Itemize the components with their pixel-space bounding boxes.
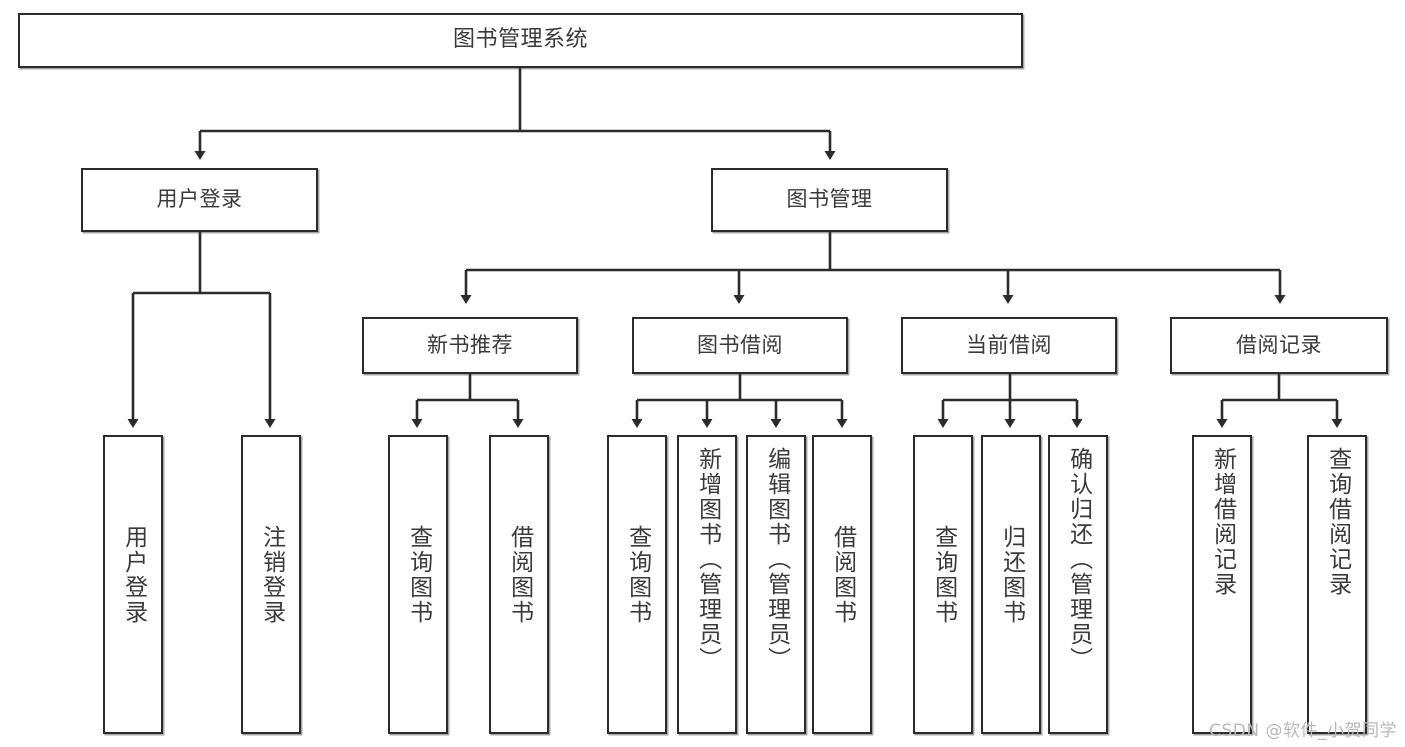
node-leaf-edit-book[interactable]: 编辑图书（管理员） xyxy=(746,435,806,734)
node-leaf-borrow-book-1-label: 借阅图书 xyxy=(506,525,533,625)
node-leaf-return-book-label: 归还图书 xyxy=(998,525,1025,625)
node-leaf-add-record[interactable]: 新增借阅记录 xyxy=(1192,435,1252,734)
node-book-management-label: 图书管理 xyxy=(786,187,873,212)
node-borrow-record[interactable]: 借阅记录 xyxy=(1170,317,1388,374)
node-leaf-query-record[interactable]: 查询借阅记录 xyxy=(1307,435,1367,734)
node-new-book-recommend[interactable]: 新书推荐 xyxy=(362,317,578,374)
node-new-book-recommend-label: 新书推荐 xyxy=(427,332,513,357)
node-leaf-query-book-3[interactable]: 查询图书 xyxy=(913,435,973,734)
node-leaf-query-book-3-label: 查询图书 xyxy=(930,525,957,625)
node-leaf-query-book-1[interactable]: 查询图书 xyxy=(388,435,448,734)
node-leaf-borrow-book-2-label: 借阅图书 xyxy=(829,525,856,625)
node-leaf-query-book-2[interactable]: 查询图书 xyxy=(607,435,667,734)
node-root[interactable]: 图书管理系统 xyxy=(18,13,1023,68)
node-leaf-query-book-1-label: 查询图书 xyxy=(405,525,432,625)
node-leaf-query-record-label: 查询借阅记录 xyxy=(1324,447,1351,597)
watermark: CSDN @软件_小贺同学 xyxy=(1209,721,1397,741)
node-leaf-user-login-label: 用户登录 xyxy=(120,525,147,625)
node-user-login-label: 用户登录 xyxy=(156,187,243,212)
node-borrow-record-label: 借阅记录 xyxy=(1236,332,1322,357)
node-leaf-query-book-2-label: 查询图书 xyxy=(624,525,651,625)
node-leaf-add-book-label: 新增图书（管理员） xyxy=(694,447,721,672)
node-leaf-borrow-book-1[interactable]: 借阅图书 xyxy=(489,435,549,734)
node-book-borrow-label: 图书借阅 xyxy=(697,332,783,357)
node-leaf-logout-login-label: 注销登录 xyxy=(258,525,285,625)
node-leaf-return-book[interactable]: 归还图书 xyxy=(981,435,1041,734)
node-leaf-confirm-return-label: 确认归还（管理员） xyxy=(1065,447,1092,672)
node-leaf-add-book[interactable]: 新增图书（管理员） xyxy=(677,435,737,734)
node-current-borrow[interactable]: 当前借阅 xyxy=(901,317,1117,374)
node-root-label: 图书管理系统 xyxy=(452,27,588,53)
node-book-management[interactable]: 图书管理 xyxy=(711,168,948,232)
node-current-borrow-label: 当前借阅 xyxy=(966,332,1052,357)
node-leaf-add-record-label: 新增借阅记录 xyxy=(1209,447,1236,597)
node-book-borrow[interactable]: 图书借阅 xyxy=(632,317,848,374)
node-leaf-confirm-return[interactable]: 确认归还（管理员） xyxy=(1048,435,1108,734)
node-leaf-user-login[interactable]: 用户登录 xyxy=(103,435,163,734)
node-leaf-borrow-book-2[interactable]: 借阅图书 xyxy=(812,435,872,734)
node-leaf-edit-book-label: 编辑图书（管理员） xyxy=(763,447,790,672)
node-user-login[interactable]: 用户登录 xyxy=(81,168,318,232)
node-leaf-logout-login[interactable]: 注销登录 xyxy=(241,435,301,734)
